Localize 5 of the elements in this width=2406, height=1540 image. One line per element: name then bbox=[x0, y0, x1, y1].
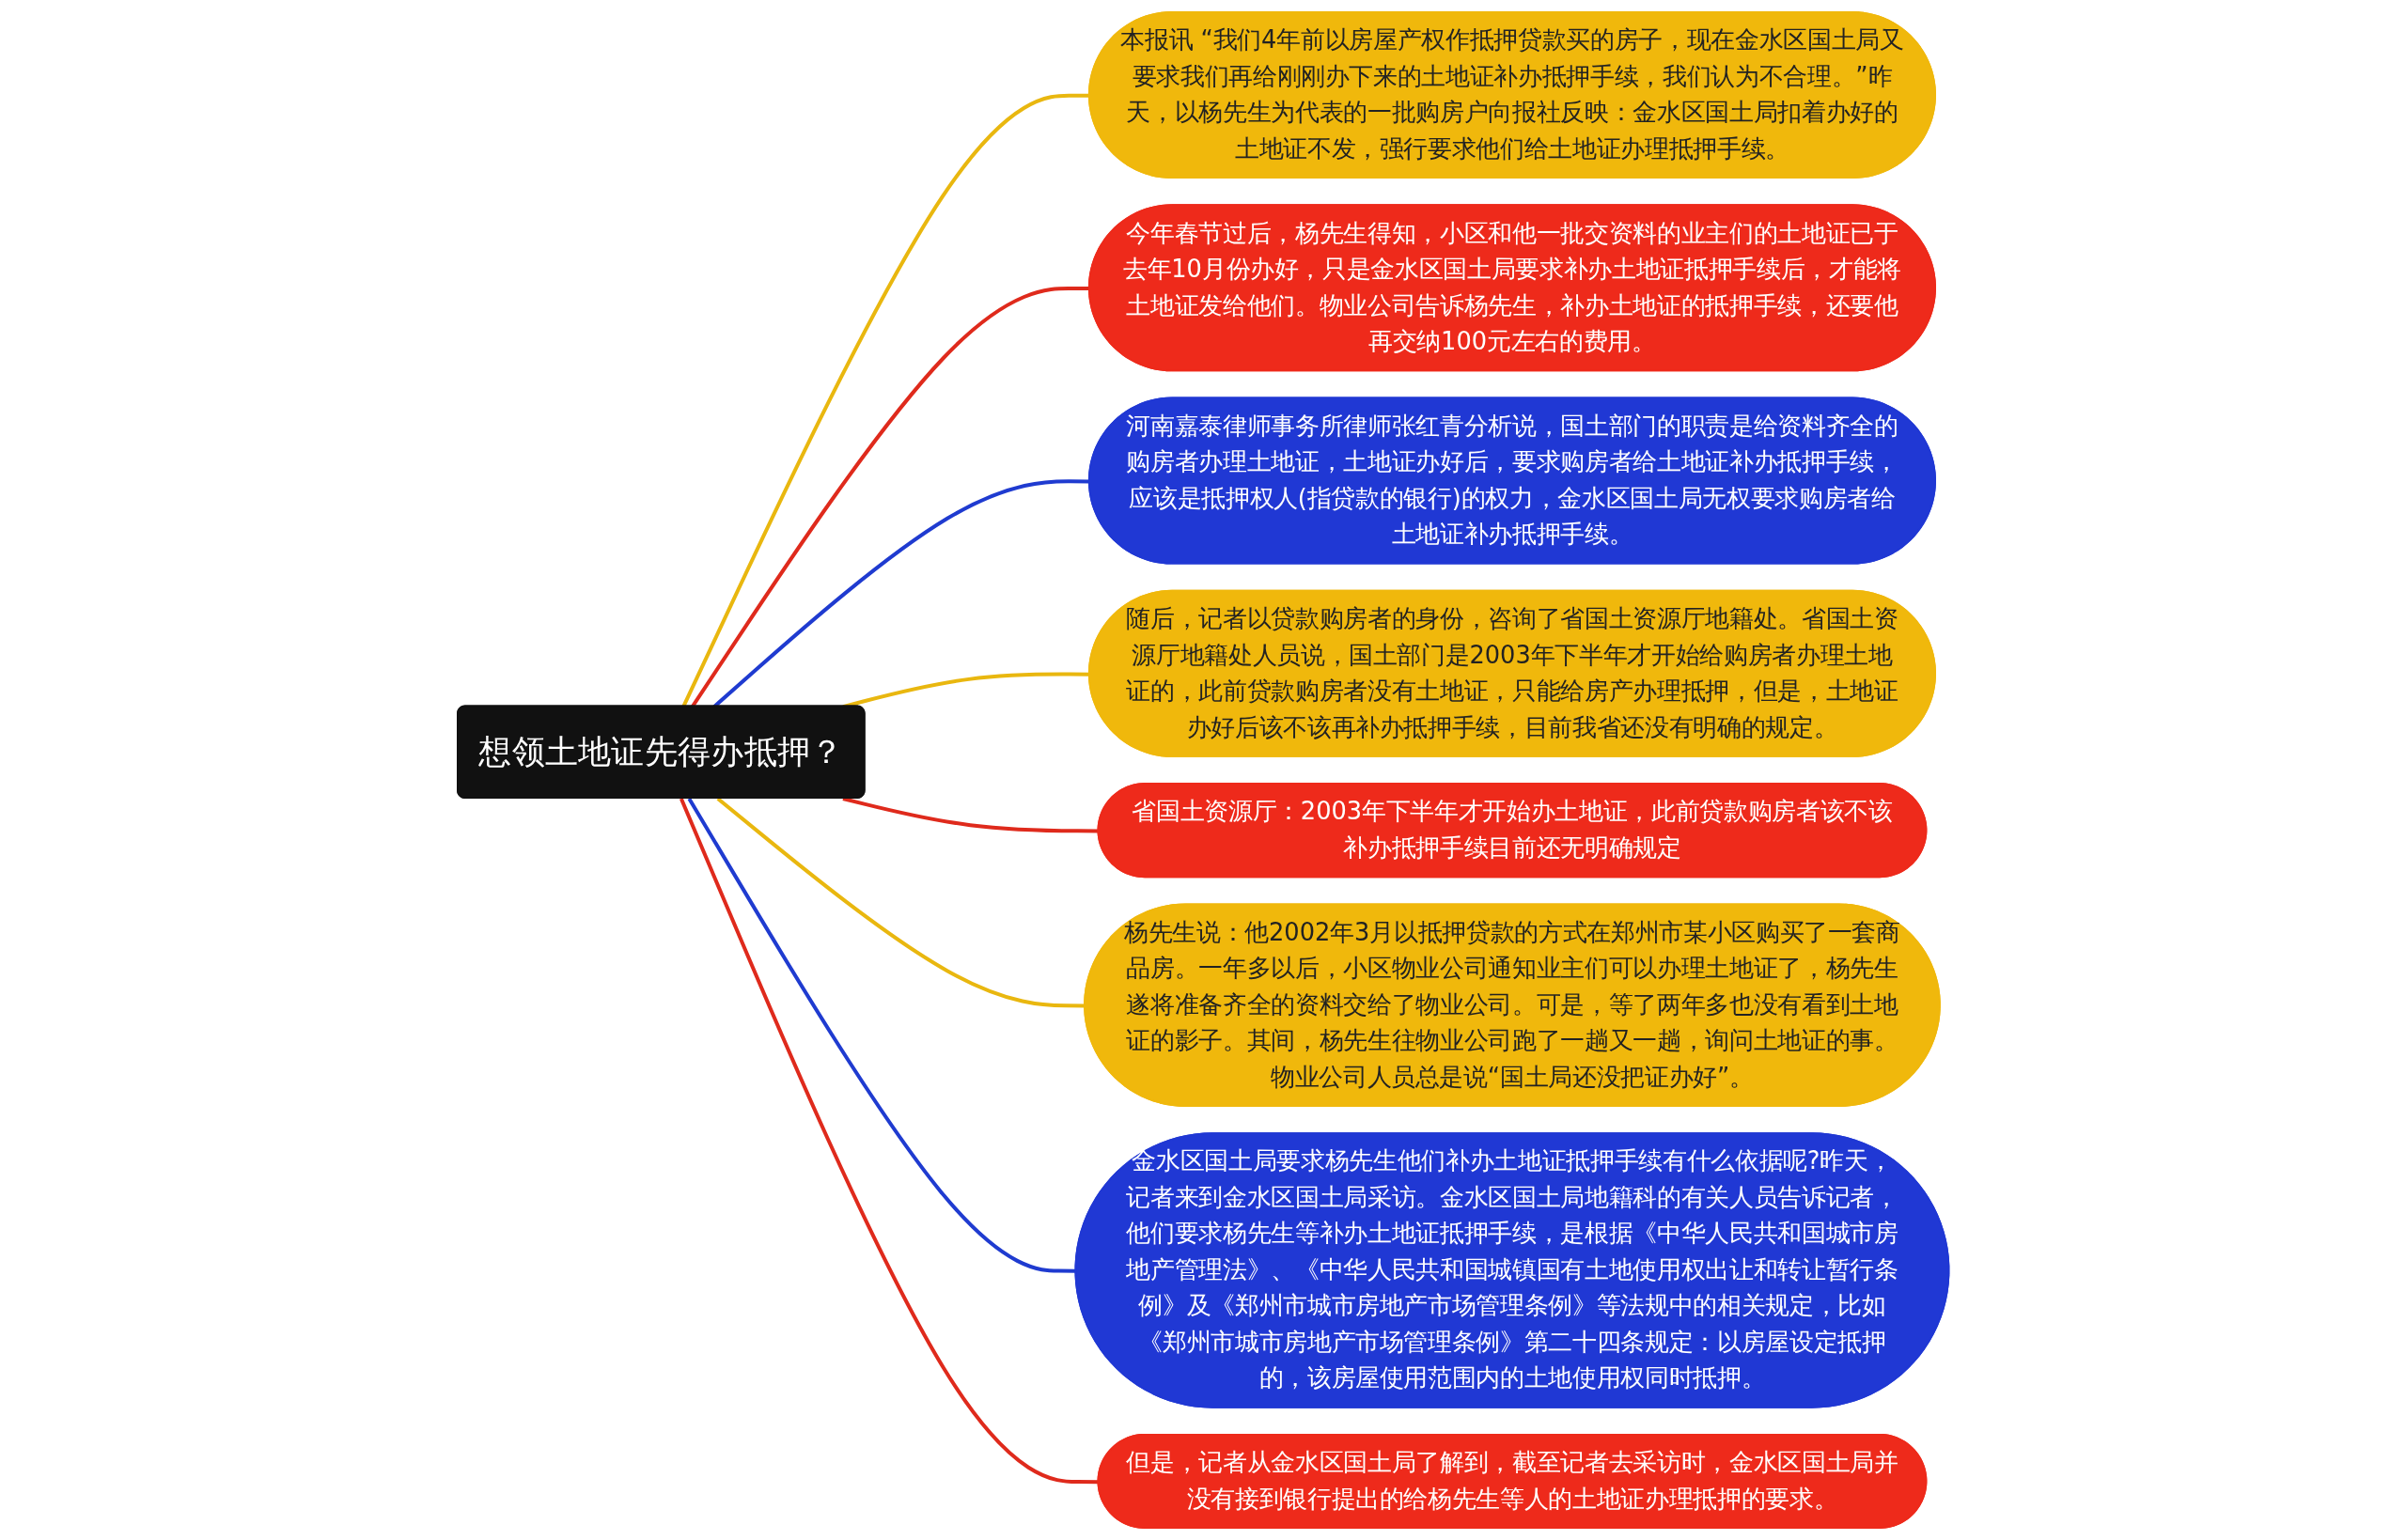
connector bbox=[687, 797, 1076, 1273]
connector bbox=[716, 797, 1086, 1008]
connector bbox=[681, 93, 1090, 708]
connector bbox=[679, 798, 1099, 1485]
connector bbox=[842, 797, 1099, 833]
